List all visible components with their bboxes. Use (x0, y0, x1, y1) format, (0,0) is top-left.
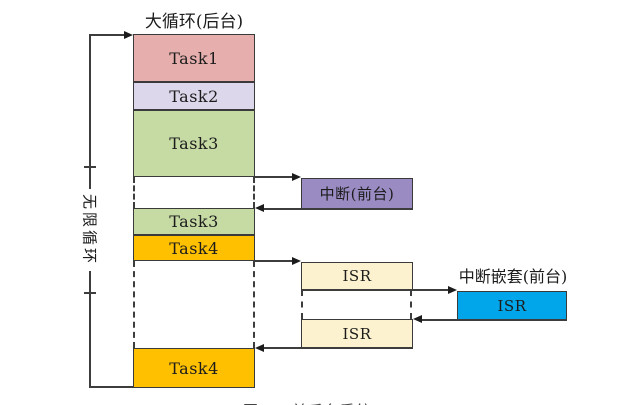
task4-to-isr-line (255, 260, 293, 262)
isr1-box: ISR (301, 262, 413, 290)
task3-to-interrupt-line (255, 176, 293, 178)
task1-box: Task1 (133, 34, 255, 82)
suspended-gap-2 (133, 261, 255, 348)
isr1-to-nested-isr-line (301, 289, 448, 291)
task3-resumed-box: Task3 (133, 208, 255, 235)
interrupt-return-line (264, 207, 413, 210)
interrupt-entry-arrowhead-icon (292, 172, 301, 181)
isr2-box: ISR (301, 319, 413, 348)
nested-isr-return-arrowhead-icon (413, 315, 422, 323)
task4-resumed-label: Task4 (169, 358, 219, 378)
loop-top-line (89, 34, 126, 36)
isr1-label: ISR (342, 267, 372, 285)
loop-label-top-tick (84, 166, 96, 168)
task2-box: Task2 (133, 82, 255, 110)
task4-label: Task4 (169, 238, 219, 258)
loop-label-bottom-tick (84, 292, 96, 294)
isr-gap-left-dashed (301, 290, 303, 319)
infinite-loop-label: 无限循环 (79, 188, 101, 272)
loop-top-arrowhead-icon (124, 30, 133, 39)
nested-isr-entry-arrowhead-icon (448, 285, 457, 294)
isr-entry-arrowhead-icon (292, 256, 301, 265)
nested-isr-label: ISR (497, 296, 527, 315)
interrupt-return-arrowhead-icon (255, 204, 264, 212)
main-loop-title: 大循环(后台) (144, 12, 244, 32)
nested-isr-return-line (422, 318, 567, 321)
task3-label: Task3 (169, 134, 219, 153)
task3-resumed-label: Task3 (169, 212, 219, 231)
interrupt-foreground-label: 中断(前台) (319, 185, 395, 203)
task4-box: Task4 (133, 235, 255, 261)
task3-box: Task3 (133, 110, 255, 177)
isr2-return-arrowhead-icon (255, 343, 264, 352)
isr2-return-line (264, 347, 413, 349)
interrupt-foreground-box: 中断(前台) (301, 178, 413, 209)
task4-resumed-box: Task4 (133, 348, 255, 388)
figure-caption: 图1-1 前后台系统 (243, 400, 372, 405)
isr2-label: ISR (342, 324, 372, 343)
suspended-gap-1 (133, 177, 255, 208)
task1-label: Task1 (169, 48, 219, 68)
task2-label: Task2 (169, 86, 219, 106)
loop-bottom-line (89, 386, 134, 388)
nested-isr-box: ISR (457, 291, 567, 320)
nested-interrupt-title: 中断嵌套(前台) (458, 267, 568, 286)
isr-gap-right-dashed (410, 290, 412, 319)
